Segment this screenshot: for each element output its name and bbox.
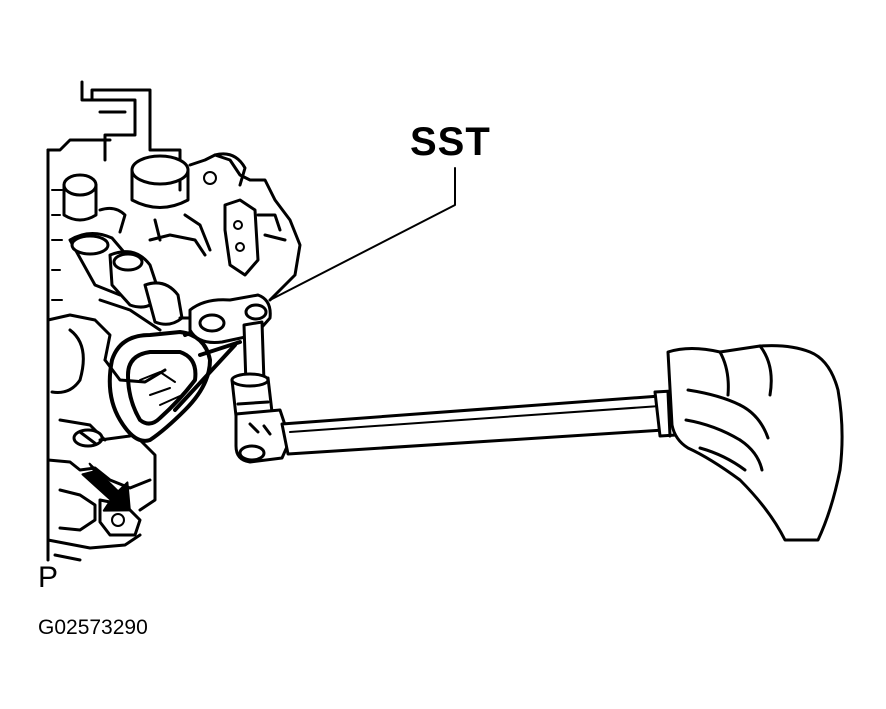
arrow-up-right-icon — [81, 462, 131, 512]
figure-code: G02573290 — [38, 616, 148, 639]
torque-wrench — [230, 320, 694, 464]
tool-label: SST — [410, 120, 491, 164]
view-label: P — [38, 561, 59, 594]
hand — [666, 344, 844, 542]
